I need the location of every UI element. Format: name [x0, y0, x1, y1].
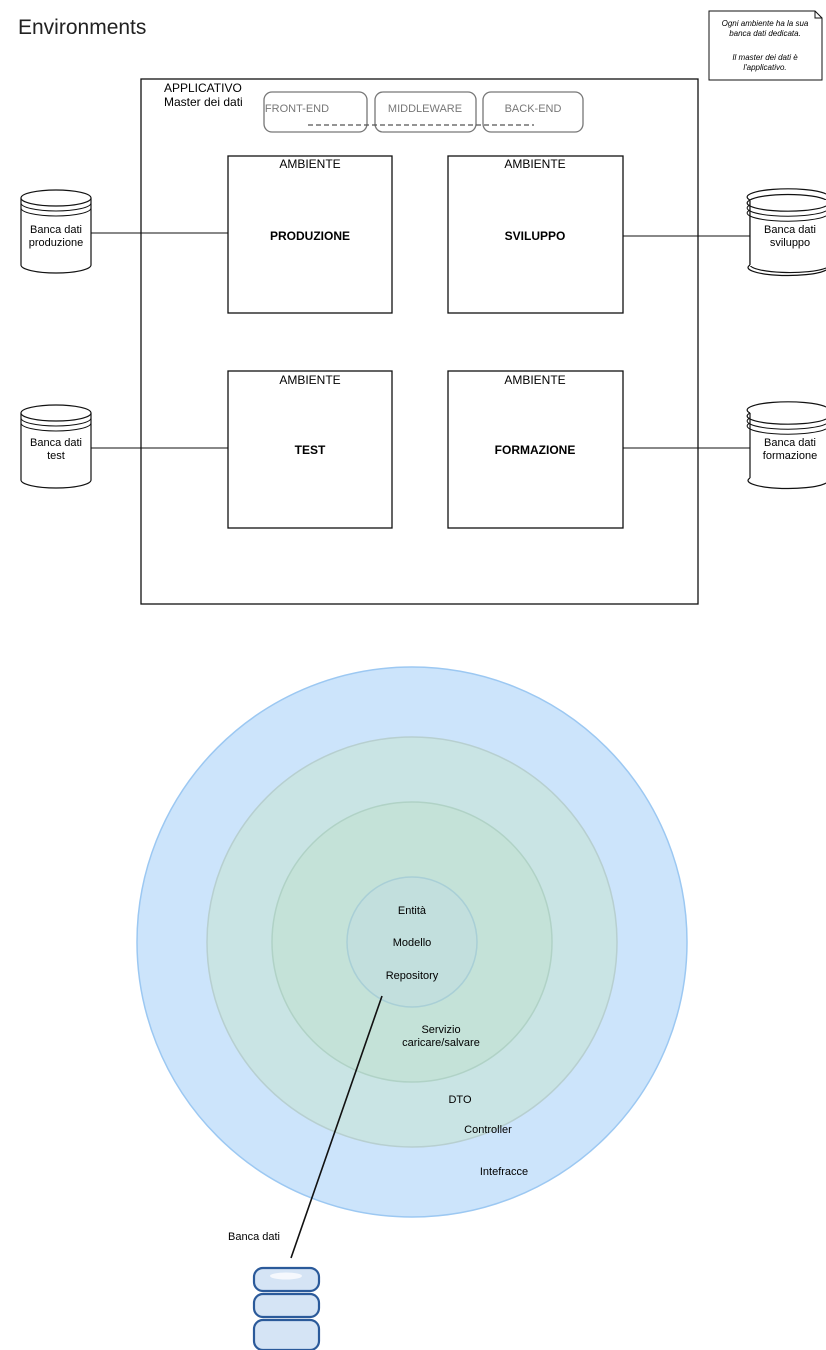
service-label-2: caricare/salvare [402, 1037, 480, 1049]
interfaces-label: Intefracce [480, 1166, 528, 1178]
front-end-layer [263, 91, 368, 133]
env-formazione: AMBIENTE FORMAZIONE [447, 370, 624, 529]
applicativo-title: APPLICATIVO [164, 81, 242, 95]
env-sviluppo: AMBIENTE SVILUPPO [447, 155, 624, 314]
database-label-1: Banca dati [764, 437, 816, 449]
database-label-2: sviluppo [770, 237, 810, 249]
database-label-2: formazione [763, 450, 817, 462]
env-name: FORMAZIONE [495, 443, 576, 457]
service-label-1: Servizio [421, 1024, 460, 1036]
front-end-label: FRONT-END [265, 103, 329, 115]
database-label-2: test [47, 450, 65, 462]
database-label-1: Banca dati [764, 224, 816, 236]
page-title: Environments [18, 16, 146, 39]
core-entity-label: Entità [398, 905, 427, 917]
database-produzione-icon: Banca dati produzione [20, 189, 92, 274]
database-sviluppo-icon: Banca dati sviluppo [746, 188, 826, 277]
middleware-label: MIDDLEWARE [388, 103, 462, 115]
database-stack-icon [252, 1266, 321, 1350]
env-header: AMBIENTE [504, 157, 565, 171]
env-produzione: AMBIENTE PRODUZIONE [227, 155, 393, 314]
note-line-2: banca dati dedicata. [729, 29, 801, 38]
core-repository-label: Repository [386, 970, 439, 982]
middleware-layer [374, 91, 477, 133]
note-line-1: Ogni ambiente ha la sua [722, 19, 809, 28]
env-name: PRODUZIONE [270, 229, 350, 243]
env-header: AMBIENTE [279, 157, 340, 171]
domain-core-circle [346, 876, 478, 1008]
database-formazione-icon: Banca dati formazione [746, 401, 826, 490]
env-header: AMBIENTE [504, 373, 565, 387]
database-test-icon: Banca dati test [20, 404, 92, 489]
applicativo-subtitle: Master dei dati [164, 95, 243, 109]
env-test: AMBIENTE TEST [227, 370, 393, 529]
dto-label: DTO [448, 1094, 471, 1106]
note-line-3: Il master dei dati è [732, 53, 798, 62]
env-header: AMBIENTE [279, 373, 340, 387]
back-end-layer [482, 91, 584, 133]
note-line-4: l'applicativo. [743, 63, 786, 72]
env-name: TEST [295, 443, 326, 457]
back-end-label: BACK-END [505, 103, 562, 115]
database-label-1: Banca dati [30, 224, 82, 236]
core-model-label: Modello [393, 937, 432, 949]
note-shape: Ogni ambiente ha la sua banca dati dedic… [708, 10, 823, 81]
database-label-2: produzione [29, 237, 83, 249]
controller-label: Controller [464, 1124, 512, 1136]
env-name: SVILUPPO [505, 229, 566, 243]
database-label-1: Banca dati [30, 437, 82, 449]
repository-db-connector [290, 995, 383, 1259]
database-label: Banca dati [228, 1231, 280, 1243]
